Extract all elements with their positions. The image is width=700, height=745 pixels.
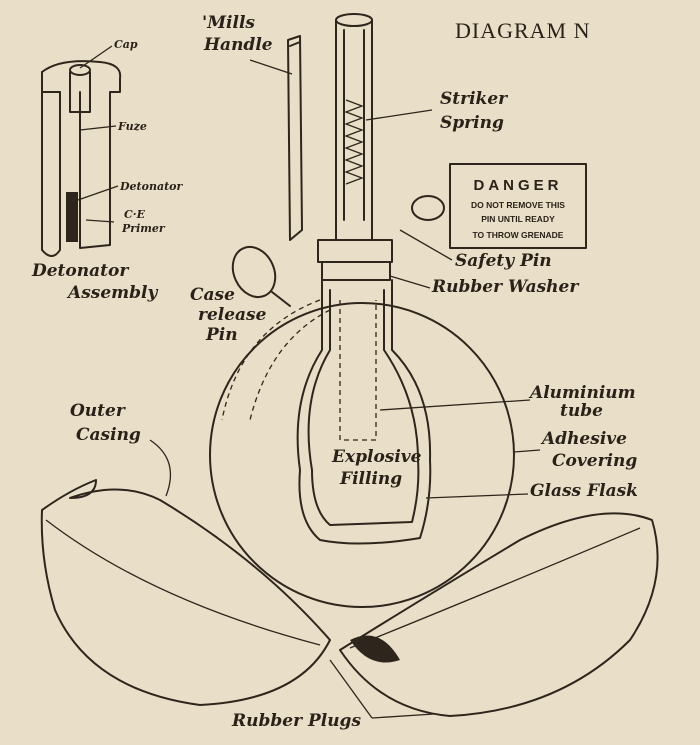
label-release: release [198, 305, 267, 325]
detonator-assembly-drawing [41, 45, 122, 257]
label-spring: Spring [440, 113, 504, 133]
danger-heading: DANGER [473, 177, 562, 194]
label-outer: Outer [70, 401, 126, 421]
label-case: Case [190, 285, 235, 305]
label-filling: Filling [339, 469, 402, 489]
glass-flask-drawing [296, 279, 432, 545]
label-rubber-plugs: Rubber Plugs [231, 711, 361, 731]
label-rubber-washer: Rubber Washer [431, 277, 579, 297]
danger-line-3: TO THROW GRENADE [473, 230, 564, 240]
label-detonator: Detonator [119, 180, 183, 193]
mills-handle-drawing [287, 35, 303, 241]
label-glass-flask: Glass Flask [530, 481, 638, 501]
case-release-pin-ring [231, 245, 277, 299]
label-handle: Handle [203, 35, 273, 55]
label-adhesive: Adhesive [540, 429, 627, 449]
striker-tube-drawing [317, 13, 393, 281]
label-explosive: Explosive [331, 447, 422, 467]
adhesive-covering-sphere [209, 302, 515, 608]
label-detonator-assembly-1: Detonator [31, 261, 129, 281]
label-tube: tube [560, 401, 603, 421]
outer-casing-drawing [40, 479, 659, 717]
label-mills: 'Mills [202, 13, 255, 33]
label-cap: Cap [114, 38, 138, 51]
safety-pin-ring [411, 195, 445, 221]
primer-charge [66, 192, 78, 242]
label-fuze: Fuze [117, 120, 147, 133]
danger-tag [449, 163, 587, 249]
label-safety-pin: Safety Pin [455, 251, 552, 271]
label-primer: Primer [121, 222, 166, 235]
label-casing: Casing [76, 425, 141, 445]
label-striker: Striker [440, 89, 508, 109]
label-detonator-assembly-2: Assembly [66, 283, 158, 303]
diagram-title: DIAGRAM N [455, 18, 591, 43]
label-pin: Pin [205, 325, 238, 345]
label-aluminium: Aluminium [528, 383, 636, 403]
danger-line-2: PIN UNTIL READY [481, 214, 555, 224]
danger-line-1: DO NOT REMOVE THIS [471, 200, 565, 210]
label-ce: C·E [124, 208, 146, 221]
label-covering: Covering [552, 451, 637, 471]
